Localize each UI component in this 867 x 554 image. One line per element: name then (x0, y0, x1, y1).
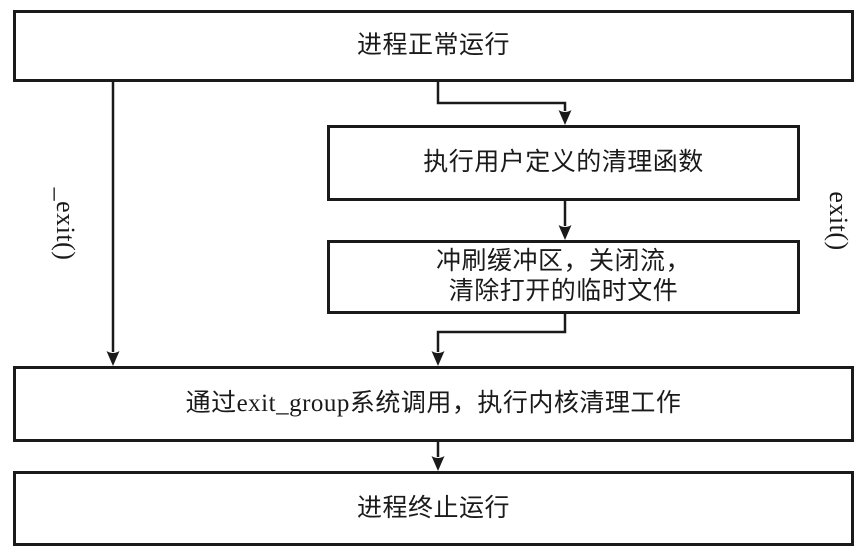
edge-flush-to-exitgroup-line (436, 314, 567, 352)
node-exit-group-label: 通过exit_group系统调用，执行内核清理工作 (185, 390, 682, 417)
node-process-running-label: 进程正常运行 (356, 32, 510, 59)
node-user-cleanup: 执行用户定义的清理函数 (327, 125, 800, 201)
edge-running-to-cleanup-arrowhead (558, 110, 572, 125)
node-flush-buffers-label: 冲刷缓冲区，关闭流， 清除打开的临时文件 (435, 248, 691, 305)
edge-label-exit: exit() (824, 191, 853, 251)
edge-exitgroup-to-terminated-arrowhead (431, 456, 445, 471)
edge-cleanup-to-flush-arrowhead (558, 225, 572, 240)
edge-exit-underscore-arrowhead (106, 351, 120, 366)
node-flush-buffers: 冲刷缓冲区，关闭流， 清除打开的临时文件 (327, 240, 800, 314)
edge-label-underscore-exit: _exit() (51, 187, 80, 261)
node-process-terminated-label: 进程终止运行 (356, 494, 510, 522)
edge-running-to-cleanup-line (436, 82, 567, 111)
node-exit-group: 通过exit_group系统调用，执行内核清理工作 (13, 366, 854, 442)
node-user-cleanup-label: 执行用户定义的清理函数 (423, 149, 704, 176)
node-process-terminated: 进程终止运行 (13, 471, 854, 546)
node-process-running: 进程正常运行 (13, 10, 854, 82)
edge-flush-to-exitgroup-arrowhead (431, 351, 445, 366)
